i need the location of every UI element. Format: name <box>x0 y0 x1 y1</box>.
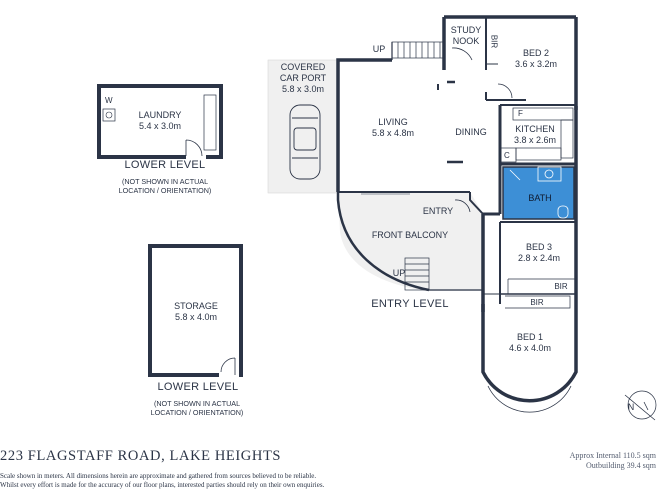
lower-level-title-1: LOWER LEVEL <box>124 159 206 171</box>
laundry-name: LAUNDRY <box>138 110 182 120</box>
bed2-dims: 3.6 x 3.2m <box>514 59 558 69</box>
note-text-2: (NOT SHOWN IN ACTUAL LOCATION / ORIENTAT… <box>150 399 244 417</box>
property-address: 223 FLAGSTAFF ROAD, LAKE HEIGHTS <box>0 448 282 464</box>
bath-name: BATH <box>528 193 552 203</box>
bir-bed1: BIR <box>530 298 544 307</box>
entry-label: ENTRY <box>422 206 454 216</box>
disclaimer-line-1: Scale shown in meters. All dimensions he… <box>0 472 317 480</box>
kitchen-dims: 3.8 x 2.6m <box>513 135 557 145</box>
carport-name: COVERED CAR PORT <box>279 62 327 83</box>
dining-name: DINING <box>455 127 487 137</box>
study-name: STUDY NOOK <box>450 25 482 46</box>
main-house-walls <box>336 15 578 413</box>
storage-dims: 5.8 x 4.0m <box>174 312 218 322</box>
bath-room <box>502 166 575 220</box>
fridge-label: F <box>518 109 523 118</box>
lower-level-note-1: (NOT SHOWN IN ACTUAL LOCATION / ORIENTAT… <box>105 177 225 195</box>
disclaimer-line-2: Whilst every effort is made for the accu… <box>0 481 325 489</box>
bed1-dims: 4.6 x 4.0m <box>508 343 552 353</box>
entry-level-title: ENTRY LEVEL <box>371 298 449 310</box>
washer-label: W <box>105 96 113 105</box>
kitchen-name: KITCHEN <box>515 124 555 134</box>
bir-bed2: BIR <box>489 34 499 49</box>
bed3-dims: 2.8 x 2.4m <box>517 253 561 263</box>
up-top: UP <box>372 44 386 54</box>
cupboard-label: C <box>504 151 510 160</box>
area-outbuilding: Outbuilding 39.4 sqm <box>585 461 656 470</box>
storage-name: STORAGE <box>174 301 218 311</box>
carport-dims: 5.8 x 3.0m <box>281 84 325 94</box>
compass-n: N <box>627 402 635 412</box>
storage-outbuilding <box>148 244 243 378</box>
lower-level-note-2: (NOT SHOWN IN ACTUAL LOCATION / ORIENTAT… <box>137 399 257 417</box>
lower-level-title-2: LOWER LEVEL <box>157 381 239 393</box>
laundry-dims: 5.4 x 3.0m <box>138 121 182 131</box>
living-name: LIVING <box>378 117 408 127</box>
laundry-outbuilding <box>97 84 223 160</box>
up-balcony: UP <box>392 268 406 278</box>
carport-area <box>267 59 339 194</box>
north-compass <box>624 390 657 421</box>
bed1-name: BED 1 <box>516 332 543 342</box>
bed2-name: BED 2 <box>522 48 549 58</box>
bir-bed3: BIR <box>554 282 568 291</box>
area-internal: Approx Internal 110.5 sqm <box>569 451 656 460</box>
note-text-1: (NOT SHOWN IN ACTUAL LOCATION / ORIENTAT… <box>118 177 212 195</box>
bed3-name: BED 3 <box>525 242 552 252</box>
living-dims: 5.8 x 4.8m <box>371 128 415 138</box>
balcony-name: FRONT BALCONY <box>371 230 449 240</box>
